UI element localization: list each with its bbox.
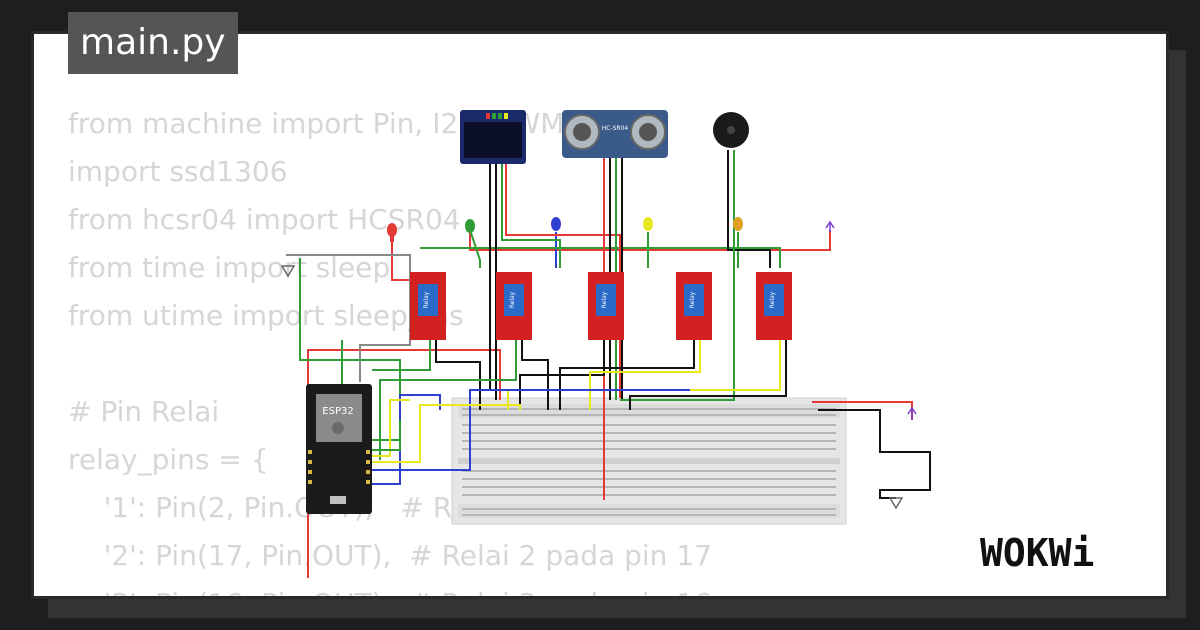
- code-line: from time import sleep: [68, 251, 391, 284]
- relay-1[interactable]: Relay: [410, 272, 446, 340]
- led-yellow[interactable]: [643, 217, 653, 231]
- relay-label: Relay: [769, 291, 776, 308]
- wokwi-logo: WOKWi: [980, 531, 1094, 575]
- relay-2[interactable]: Relay: [496, 272, 532, 340]
- code-line: from hcsr04 import HCSR04: [68, 203, 461, 236]
- breadboard[interactable]: [451, 397, 847, 525]
- buzzer[interactable]: [713, 112, 749, 148]
- brand-name: WOKWi: [980, 531, 1094, 575]
- code-line: relay_pins = {: [68, 443, 269, 476]
- vcc-symbol: [825, 220, 917, 420]
- code-line: '3': Pin(16, Pin.OUT), # Relai 3 pada pi…: [68, 580, 712, 596]
- file-tab[interactable]: main.py: [68, 12, 238, 74]
- led-orange[interactable]: [733, 217, 743, 231]
- relay-label: Relay: [423, 291, 430, 308]
- relay-label: Relay: [509, 291, 516, 308]
- code-line: '2': Pin(17, Pin.OUT), # Relai 2 pada pi…: [68, 539, 712, 572]
- relay-label: Relay: [689, 291, 696, 308]
- wires: [286, 150, 931, 578]
- led-red[interactable]: [387, 223, 397, 242]
- esp32-label: ESP32: [322, 406, 353, 417]
- led-blue[interactable]: [551, 217, 561, 231]
- code-line: # Pin Relai: [68, 395, 220, 428]
- code-line: from utime import sleep_ms: [68, 299, 464, 332]
- ground-symbol: [280, 265, 904, 510]
- oled-display[interactable]: [460, 110, 526, 164]
- ultrasonic-sensor[interactable]: HC-SR04: [562, 110, 668, 158]
- esp32-board[interactable]: ESP32: [306, 384, 372, 514]
- circuit-diagram[interactable]: HC-SR04 Relay: [34, 34, 1166, 596]
- relay-3[interactable]: Relay: [588, 272, 624, 340]
- sensor-label: HC-SR04: [602, 125, 629, 132]
- led-green[interactable]: [465, 219, 475, 233]
- relay-4[interactable]: Relay: [676, 272, 712, 340]
- relay-label: Relay: [601, 291, 608, 308]
- code-line: import ssd1306: [68, 155, 288, 188]
- relay-5[interactable]: Relay: [756, 272, 792, 340]
